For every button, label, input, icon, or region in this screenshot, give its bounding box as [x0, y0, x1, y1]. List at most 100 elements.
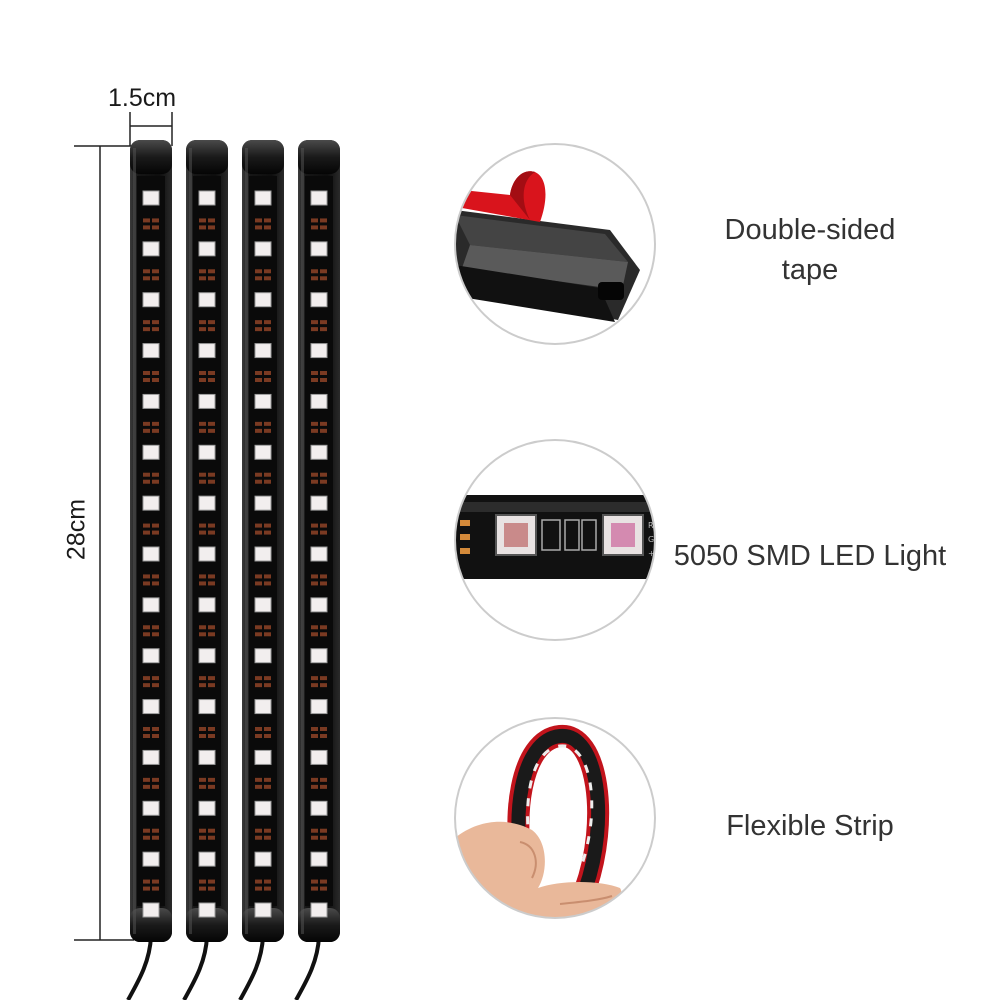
- resistor: [320, 828, 327, 833]
- resistor: [199, 835, 206, 840]
- led-chip: [142, 393, 160, 409]
- resistor: [255, 777, 262, 782]
- resistor: [255, 632, 262, 637]
- resistor: [320, 320, 327, 325]
- resistor: [143, 777, 150, 782]
- resistor: [320, 472, 327, 477]
- resistor: [311, 472, 318, 477]
- resistor: [143, 530, 150, 535]
- led-chip: [142, 648, 160, 664]
- flexible-detail-circle: [454, 717, 656, 919]
- led-chip: [198, 648, 216, 664]
- led-chip: [254, 699, 272, 715]
- resistor: [264, 320, 271, 325]
- led-chip: [254, 343, 272, 359]
- width-dimension: [129, 112, 173, 146]
- resistor: [208, 327, 215, 332]
- resistor: [208, 225, 215, 230]
- resistor: [152, 523, 159, 528]
- length-dimension-label: 28cm: [62, 498, 91, 561]
- led-chip: [142, 241, 160, 257]
- resistor: [264, 479, 271, 484]
- led-chip: [198, 241, 216, 257]
- resistor: [152, 428, 159, 433]
- resistor: [255, 276, 262, 281]
- strip-highlight: [301, 148, 304, 934]
- led-chip: [198, 800, 216, 816]
- resistor: [208, 479, 215, 484]
- resistor: [311, 523, 318, 528]
- resistor: [152, 734, 159, 738]
- resistor: [208, 632, 215, 637]
- resistor: [311, 269, 318, 274]
- led-chip: [310, 597, 328, 613]
- strip-pcb: [305, 176, 333, 906]
- resistor: [143, 269, 150, 274]
- resistor: [143, 378, 150, 382]
- resistor: [152, 879, 159, 884]
- led-chip: [142, 292, 160, 308]
- resistor: [152, 574, 159, 579]
- led-chip: [142, 749, 160, 765]
- resistor: [143, 479, 150, 484]
- strip-end-cap: [186, 908, 228, 942]
- resistor: [208, 676, 215, 681]
- svg-text:+: +: [648, 549, 655, 558]
- flexible-strip-label: Flexible Strip: [726, 810, 894, 842]
- resistor: [255, 828, 262, 833]
- led-chip: [198, 597, 216, 613]
- resistor: [143, 886, 150, 891]
- resistor: [143, 835, 150, 840]
- resistor: [199, 269, 206, 274]
- resistor: [255, 784, 262, 789]
- resistor: [152, 421, 159, 426]
- resistor: [152, 625, 159, 630]
- resistor: [255, 428, 262, 433]
- resistor: [264, 472, 271, 477]
- resistor: [320, 371, 327, 375]
- resistor: [199, 828, 206, 833]
- resistor: [311, 327, 318, 332]
- resistor: [264, 777, 271, 782]
- resistor: [255, 218, 262, 223]
- resistor: [255, 421, 262, 426]
- resistor: [320, 727, 327, 731]
- resistor: [199, 479, 206, 484]
- resistor: [255, 472, 262, 477]
- resistor: [320, 632, 327, 637]
- resistor: [143, 828, 150, 833]
- resistor: [143, 879, 150, 884]
- resistor: [311, 530, 318, 535]
- resistor: [320, 269, 327, 274]
- resistor: [255, 523, 262, 528]
- led-chip: [198, 444, 216, 460]
- resistor: [311, 371, 318, 375]
- resistor: [143, 581, 150, 586]
- resistor: [143, 523, 150, 528]
- resistor: [311, 479, 318, 484]
- strip-end-cap: [242, 908, 284, 942]
- resistor: [320, 734, 327, 738]
- strip-end-cap: [298, 140, 340, 174]
- led-chip: [254, 546, 272, 562]
- led-chip: [142, 495, 160, 511]
- strip-highlight: [133, 148, 136, 934]
- led-chip: [310, 444, 328, 460]
- resistor: [255, 727, 262, 731]
- led-chip: [254, 292, 272, 308]
- resistor: [199, 632, 206, 637]
- resistor: [199, 683, 206, 688]
- resistor: [199, 472, 206, 477]
- resistor: [320, 835, 327, 840]
- resistor: [143, 625, 150, 630]
- resistor: [208, 218, 215, 223]
- led-chip: [198, 292, 216, 308]
- led-chip: [254, 241, 272, 257]
- resistor: [152, 378, 159, 382]
- resistor: [255, 886, 262, 891]
- strip-cable: [126, 935, 153, 1000]
- led-chip: [310, 749, 328, 765]
- led-chip: [254, 597, 272, 613]
- led-chip: [310, 902, 328, 918]
- strip-end-cap: [242, 140, 284, 174]
